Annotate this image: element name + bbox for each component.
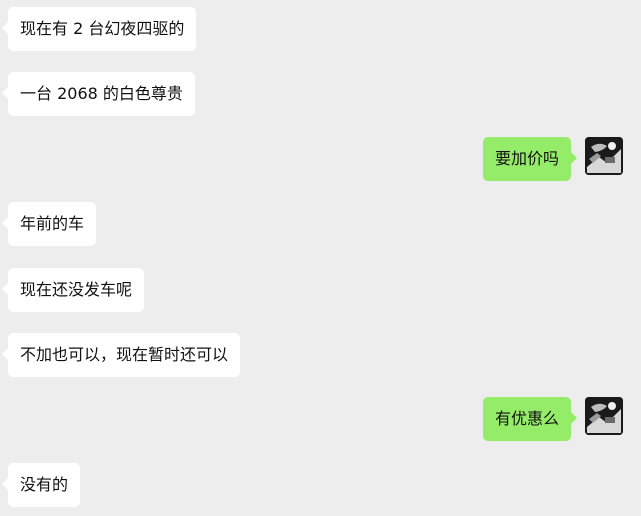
outgoing-message: 要加价吗	[0, 137, 641, 181]
message-bubble[interactable]: 一台 2068 的白色尊贵	[2, 72, 195, 116]
message-bubble[interactable]: 现在有 2 台幻夜四驱的	[1, 7, 197, 51]
message-bubble[interactable]: 有优惠么	[482, 397, 578, 441]
message-bubble[interactable]: 不加也可以，现在暂时还可以	[1, 333, 241, 377]
outgoing-message: 有优惠么	[0, 397, 641, 441]
message-bubble[interactable]: 年前的车	[1, 202, 97, 246]
avatar-photo-icon	[585, 397, 623, 435]
message-bubble[interactable]: 现在还没发车呢	[1, 268, 145, 312]
user-avatar-icon[interactable]	[585, 397, 623, 435]
avatar-photo-icon	[585, 137, 623, 175]
user-avatar-icon[interactable]	[585, 137, 623, 175]
message-bubble[interactable]: 没有的	[1, 463, 81, 507]
message-bubble[interactable]: 要加价吗	[482, 137, 578, 181]
